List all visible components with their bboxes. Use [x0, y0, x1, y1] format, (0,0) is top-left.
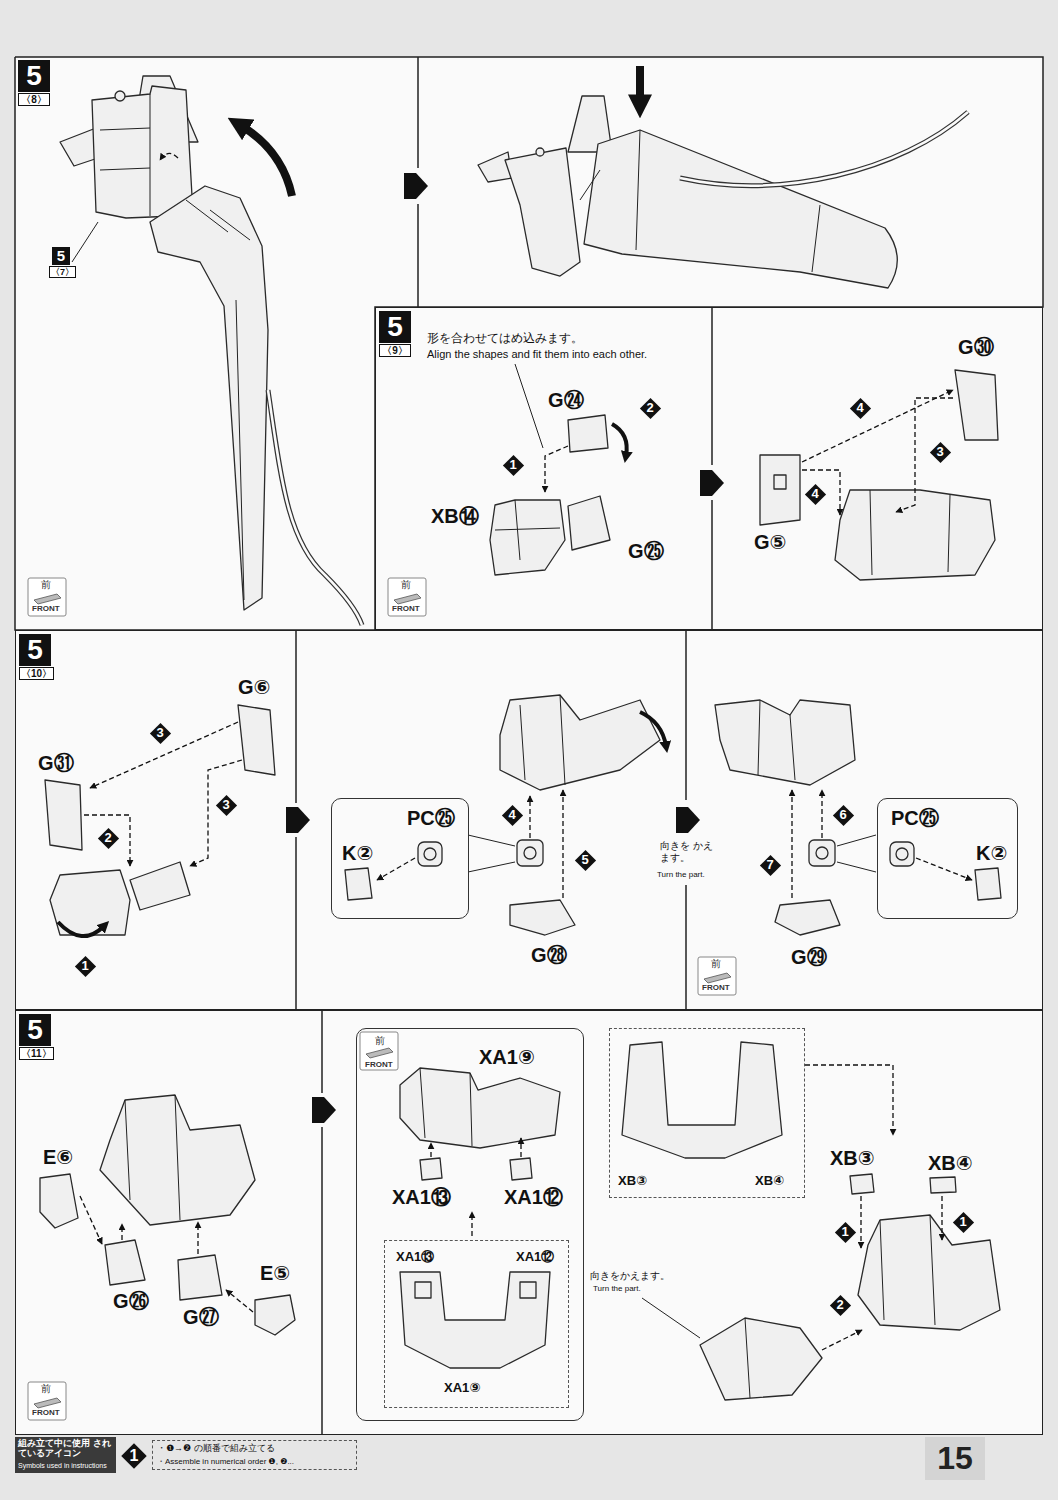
callout-number: 1	[74, 955, 96, 977]
step-number: 5	[52, 247, 70, 265]
page-number: 15	[925, 1437, 985, 1480]
part-number: XA1⑫	[515, 1250, 555, 1265]
front-icon-text: 前	[41, 579, 51, 591]
front-icon-text: FRONT	[32, 604, 60, 613]
inset-box: PC㉕ K②	[331, 798, 469, 919]
callout-number: 1	[952, 1211, 974, 1233]
part-number: E⑥	[42, 1146, 74, 1169]
callout-number: 2	[639, 397, 661, 419]
part-number: XA1⑫	[503, 1186, 564, 1209]
substep-number: 〈10〉	[19, 667, 54, 680]
instruction-note: 形を合わせてはめ込みます。	[427, 332, 583, 346]
callout-number: 4	[501, 804, 523, 826]
callout-number: 3	[929, 441, 951, 463]
detail-box: XB③ XB④	[609, 1028, 805, 1198]
front-icon-text: FRONT	[392, 604, 420, 613]
front-icon-text: 前	[375, 1035, 385, 1047]
symbols-heading-text: 組み立て中に使用 されているアイコン	[18, 1438, 112, 1459]
instruction-note: 向きを かえます。	[660, 840, 714, 863]
part-number: XA1⑬	[395, 1250, 435, 1265]
part-number: G⑥	[237, 676, 272, 699]
part-number: G㉗	[182, 1306, 220, 1329]
part-number: XA1⑬	[391, 1186, 452, 1209]
part-number: E⑤	[259, 1262, 291, 1285]
step-panel: 5〈10〉PC㉕K②PC㉕K②	[15, 630, 1043, 1010]
symbol-text: ・Assemble in numerical order ❶, ❷...	[157, 1457, 294, 1466]
part-number: XB④	[754, 1174, 785, 1189]
step-number: 5	[379, 311, 411, 343]
part-number: XB④	[927, 1152, 974, 1175]
part-number: XB③	[829, 1147, 876, 1170]
front-icon-text: 前	[711, 958, 721, 970]
instruction-note: Turn the part.	[657, 870, 705, 879]
callout-number: 3	[149, 722, 171, 744]
part-number: XB③	[617, 1174, 648, 1189]
part-number: XA1⑨	[443, 1381, 481, 1396]
substep-number: 〈7〉	[49, 266, 76, 278]
callout-number: 2	[97, 827, 119, 849]
callout-number: 1	[834, 1221, 856, 1243]
callout-number: 4	[849, 397, 871, 419]
symbol-text: ・❶→❷ の順番で組み立てる	[157, 1443, 275, 1453]
part-number: XA1⑨	[478, 1046, 536, 1069]
callout-number: 1	[120, 1442, 148, 1470]
part-number: G㉔	[547, 389, 585, 412]
front-icon-text: 前	[401, 579, 411, 591]
part-number: K②	[975, 842, 1008, 865]
part-number: XB⑭	[430, 505, 480, 528]
instruction-note: Turn the part.	[593, 1284, 641, 1293]
front-icon-text: FRONT	[32, 1408, 60, 1417]
inset-box: PC㉕ K②	[877, 798, 1018, 919]
part-number: G㉖	[112, 1290, 150, 1313]
symbols-heading: 組み立て中に使用 されているアイコン Symbols used in instru…	[15, 1437, 116, 1473]
substep-number: 〈8〉	[18, 93, 50, 106]
part-number: G⑤	[753, 531, 788, 554]
substep-number: 〈9〉	[379, 344, 411, 357]
panel-outline	[15, 57, 1043, 630]
part-number: G㉙	[790, 946, 828, 969]
callout-number: 7	[759, 854, 781, 876]
step-number: 5	[19, 1014, 51, 1046]
part-number: K②	[341, 842, 374, 865]
step-number: 5	[19, 634, 51, 666]
callout-number: 2	[829, 1294, 851, 1316]
instruction-note: 向きをかえます。	[590, 1270, 670, 1282]
part-number: G㉕	[627, 540, 665, 563]
inset-box: 前 FRONT XA1⑨ XA1⑬ XA1⑫ XA1⑬ XA1⑫ XA1⑨	[356, 1028, 584, 1421]
step-panel: 5〈11〉前FRONTXA1⑨XA1⑬XA1⑫XA1⑬XA1⑫XA1⑨XB③XB…	[15, 1010, 1043, 1435]
part-number: G㉛	[37, 752, 75, 775]
part-number: PC㉕	[890, 807, 940, 830]
callout-number: 3	[215, 794, 237, 816]
step-number: 5	[18, 60, 50, 92]
part-number: PC㉕	[406, 807, 456, 830]
front-icon-text: 前	[41, 1383, 51, 1395]
front-icon-text: FRONT	[365, 1060, 393, 1069]
instruction-note: Align the shapes and fit them into each …	[427, 348, 647, 361]
callout-number: 1	[502, 454, 524, 476]
detail-box: XA1⑬ XA1⑫ XA1⑨	[384, 1240, 569, 1408]
callout-number: 5	[574, 849, 596, 871]
symbols-heading-text: Symbols used in instructions	[18, 1462, 107, 1470]
callout-number: 4	[804, 483, 826, 505]
part-number: G㉚	[957, 336, 995, 359]
callout-number: 6	[832, 804, 854, 826]
symbol-note: ・❶→❷ の順番で組み立てる・Assemble in numerical ord…	[152, 1440, 357, 1470]
part-number: G㉘	[530, 944, 568, 967]
substep-number: 〈11〉	[19, 1047, 54, 1060]
front-icon-text: FRONT	[702, 983, 730, 992]
